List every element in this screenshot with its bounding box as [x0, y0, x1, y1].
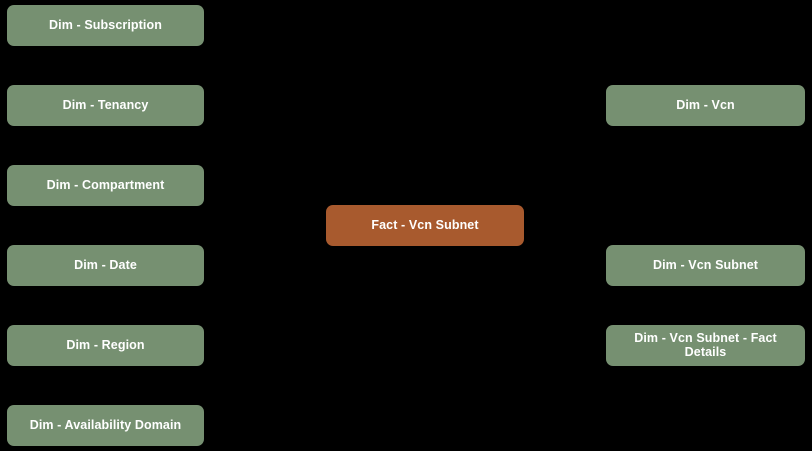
node-label: Dim - Compartment: [46, 177, 165, 192]
dimension-node-region[interactable]: Dim - Region: [7, 325, 204, 366]
node-label: Dim - Vcn Subnet - Fact Details: [634, 330, 777, 359]
node-label: Dim - Vcn: [676, 97, 735, 112]
dimension-node-date[interactable]: Dim - Date: [7, 245, 204, 286]
dimension-node-tenancy[interactable]: Dim - Tenancy: [7, 85, 204, 126]
dimension-node-vcn-subnet[interactable]: Dim - Vcn Subnet: [606, 245, 805, 286]
node-label: Dim - Subscription: [49, 17, 162, 32]
dimension-node-availability-domain[interactable]: Dim - Availability Domain: [7, 405, 204, 446]
fact-node-vcn-subnet[interactable]: Fact - Vcn Subnet: [326, 205, 524, 246]
node-label: Dim - Date: [74, 257, 137, 272]
dimension-node-vcn[interactable]: Dim - Vcn: [606, 85, 805, 126]
node-label: Dim - Tenancy: [62, 97, 149, 112]
node-label: Dim - Region: [66, 337, 145, 352]
dimension-node-compartment[interactable]: Dim - Compartment: [7, 165, 204, 206]
dimension-node-subscription[interactable]: Dim - Subscription: [7, 5, 204, 46]
dimension-node-vcn-subnet-fact-details[interactable]: Dim - Vcn Subnet - Fact Details: [606, 325, 805, 366]
node-label: Dim - Vcn Subnet: [652, 257, 759, 272]
node-label: Dim - Availability Domain: [29, 417, 182, 432]
node-label: Fact - Vcn Subnet: [371, 217, 479, 232]
